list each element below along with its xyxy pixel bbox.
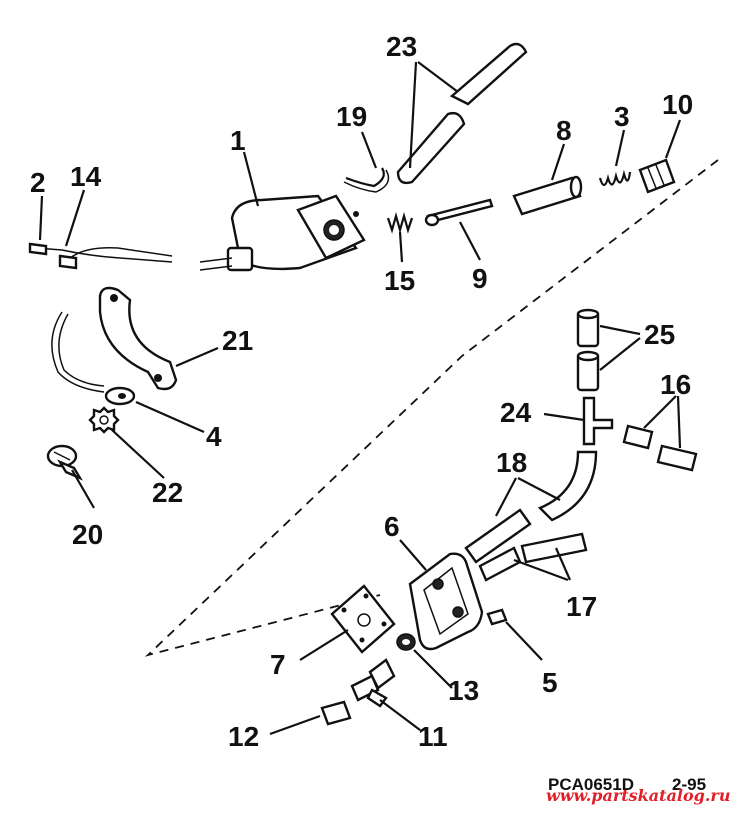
part-small-cap (320, 700, 352, 726)
part-fitting (350, 658, 396, 708)
callout-7: 7 (270, 649, 286, 680)
callout-13: 13 (448, 675, 479, 706)
part-fuel-pump (408, 552, 484, 651)
figure-code: PCA0651D (548, 775, 634, 794)
part-wire-leads (28, 242, 173, 270)
part-clip (343, 167, 390, 193)
part-screw-5 (486, 608, 508, 626)
callout-3: 3 (614, 101, 630, 132)
part-hoses-16 (622, 424, 698, 472)
part-tee (582, 396, 614, 446)
callout-25: 25 (644, 319, 675, 350)
part-solenoid (199, 194, 366, 272)
callout-4: 4 (206, 421, 222, 452)
watermark: www.partskatalog.ru (546, 786, 730, 805)
part-spring-15 (386, 211, 414, 235)
part-sleeve (512, 175, 583, 216)
callout-12: 12 (228, 721, 259, 752)
callout-1: 1 (230, 125, 246, 156)
callout-11: 11 (418, 721, 448, 752)
callout-16: 16 (660, 369, 691, 400)
part-hoses-25 (576, 308, 600, 392)
part-hoses-18 (464, 450, 598, 564)
callout-22: 22 (152, 477, 183, 508)
part-spring-3 (598, 169, 632, 187)
part-gasket (330, 584, 396, 654)
leader-lines (38, 61, 682, 736)
part-cap (638, 158, 676, 194)
callout-14: 14 (70, 161, 102, 192)
callout-20: 20 (72, 519, 103, 550)
part-oring (396, 633, 416, 651)
callout-18: 18 (496, 447, 527, 478)
part-hoses-23 (396, 42, 528, 185)
part-clamp (98, 286, 178, 391)
part-ground-lead (51, 311, 136, 406)
callout-24: 24 (500, 397, 532, 428)
part-plunger (424, 198, 494, 227)
callout-5: 5 (542, 667, 558, 698)
callout-6: 6 (384, 511, 400, 542)
dashed-outline (144, 159, 719, 657)
part-hoses-17 (478, 532, 588, 582)
part-star-washer (88, 406, 120, 434)
callout-15: 15 (384, 265, 415, 296)
callout-numbers: 1 2 14 23 19 8 3 10 15 9 21 4 22 20 25 1… (30, 31, 693, 752)
callout-8: 8 (556, 115, 572, 146)
page-number: 2-95 (672, 775, 706, 794)
part-screw-20 (46, 444, 83, 481)
callout-9: 9 (472, 263, 488, 294)
callout-17: 17 (566, 591, 597, 622)
callout-10: 10 (662, 89, 693, 120)
footer: PCA0651D 2-95 www.partskatalog.ru (546, 775, 730, 805)
callout-23: 23 (386, 31, 417, 62)
callout-19: 19 (336, 101, 367, 132)
callout-2: 2 (30, 167, 46, 198)
callout-21: 21 (222, 325, 253, 356)
